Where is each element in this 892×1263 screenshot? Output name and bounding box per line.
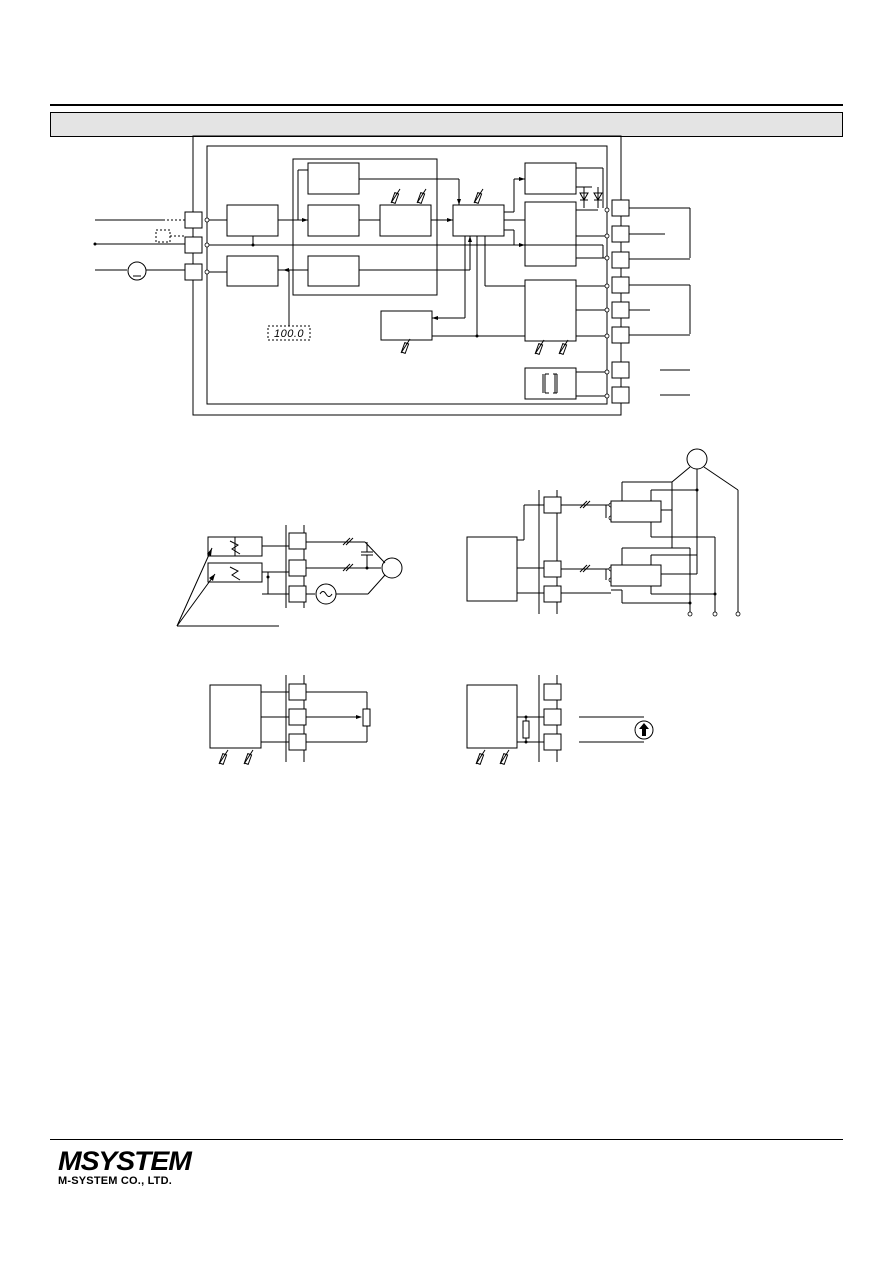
processor-group-box — [293, 159, 437, 295]
control-block — [453, 205, 504, 236]
motor-symbol-2 — [687, 449, 707, 469]
receiver-block-2 — [467, 685, 517, 748]
cpu-block-c — [308, 256, 359, 286]
wiring-diagram-right-upper — [467, 449, 740, 616]
cpu-block-b — [308, 205, 359, 236]
right-terminal-strip — [605, 200, 629, 403]
enclosure-inner — [207, 146, 607, 404]
optional-component-dashed — [156, 230, 170, 242]
terminal-in-3 — [185, 264, 202, 280]
trim-potentiometers — [391, 189, 568, 354]
motor-symbol — [382, 558, 402, 578]
controller-block — [467, 537, 517, 601]
power-transformer-block — [525, 368, 576, 399]
bottom-rule — [50, 1139, 843, 1140]
alarm-output-block — [525, 163, 576, 194]
setpoint-block — [381, 311, 432, 340]
shunt-resistor-symbol — [523, 721, 529, 738]
adjust-block — [380, 205, 431, 236]
current-source-symbol — [635, 721, 653, 739]
terminal-in-2 — [185, 237, 202, 253]
display-readout: 100.0 — [274, 328, 304, 340]
cpu-block-a — [308, 163, 359, 194]
relay-coil-b — [611, 565, 661, 586]
logo-mark: MSYSTEM — [58, 1146, 192, 1176]
company-name: M-SYSTEM CO., LTD. — [58, 1175, 173, 1187]
relay-coil-a — [611, 501, 661, 522]
excitation-block — [227, 256, 278, 286]
top-rule — [50, 104, 843, 106]
wiring-diagram-left-lower — [210, 675, 370, 764]
input-amplifier-block — [227, 205, 278, 236]
output-block — [525, 202, 576, 266]
ac-source-symbol — [128, 262, 146, 280]
receiver-block — [210, 685, 261, 748]
potentiometer-symbol — [363, 709, 370, 726]
company-logo: MSYSTEM M-SYSTEM CO., LTD. — [58, 1148, 192, 1188]
wiring-diagram-left-upper — [177, 525, 402, 626]
block-diagram: 100.0 — [93, 136, 691, 415]
relay-block — [525, 280, 576, 341]
terminal-in-1 — [185, 212, 202, 228]
wiring-diagram-right-lower — [467, 675, 653, 764]
